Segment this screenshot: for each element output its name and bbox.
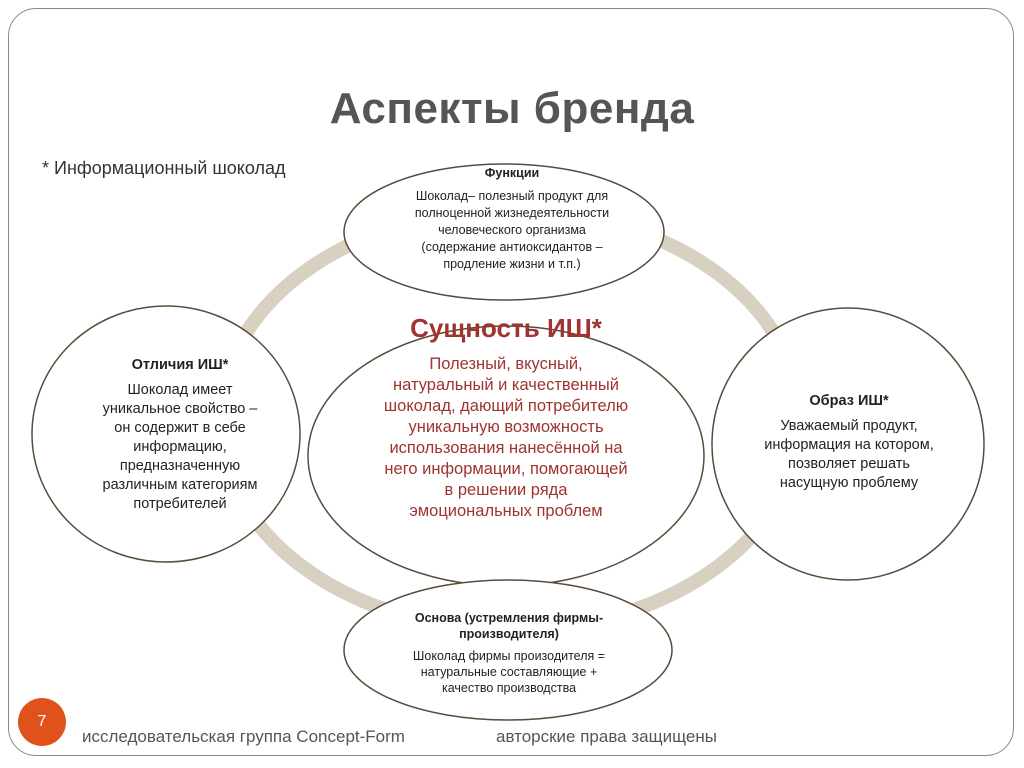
node-differences-title: Отличия ИШ*	[131, 357, 229, 373]
footer-organization: исследовательская группа Concept-Form	[82, 727, 405, 746]
node-differences-shape	[31, 305, 301, 563]
node-essence-title: Сущность ИШ*	[410, 313, 602, 343]
node-image-body: Уважаемый продукт, информация на котором…	[764, 418, 934, 491]
node-basis-shape	[343, 579, 673, 721]
node-functions-title: Функции	[484, 166, 540, 180]
slide-title: Аспекты бренда	[329, 84, 695, 133]
page-number-badge: 7	[18, 698, 66, 746]
node-basis: Основа (устремления фирмы- производителя…	[364, 610, 654, 696]
node-essence-body: Полезный, вкусный, натуральный и качеств…	[383, 355, 629, 520]
footer-copyright: авторские права защищены	[496, 727, 717, 746]
node-functions: Функции Шоколад– полезный продукт для по…	[362, 165, 662, 273]
node-differences: Отличия ИШ* Шоколад имеет уникальное сво…	[58, 356, 302, 514]
node-image: Образ ИШ* Уважаемый продукт, информация …	[740, 392, 958, 493]
node-functions-body: Шоколад– полезный продукт для полноценно…	[414, 189, 610, 271]
node-basis-body: Шоколад фирмы произодителя = натуральные…	[412, 649, 606, 695]
node-basis-title: Основа (устремления фирмы- производителя…	[414, 611, 604, 641]
footnote: * Информационный шоколад	[42, 158, 286, 178]
node-essence: Сущность ИШ* Полезный, вкусный, натураль…	[346, 313, 666, 522]
node-differences-body: Шоколад имеет уникальное свойство – он с…	[102, 382, 258, 512]
node-image-shape	[711, 307, 985, 581]
node-image-title: Образ ИШ*	[809, 393, 889, 409]
node-functions-shape	[343, 163, 665, 301]
